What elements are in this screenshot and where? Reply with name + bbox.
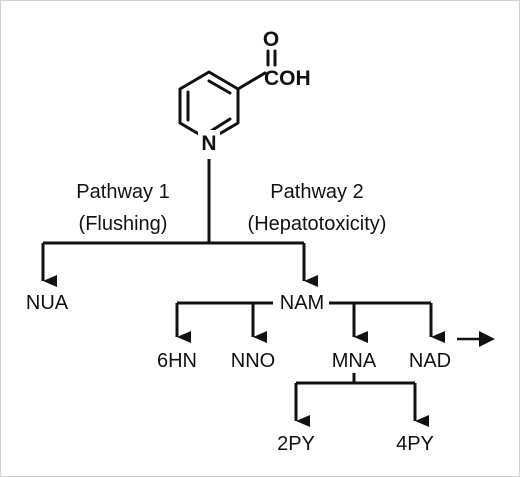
pathway-connectors [41,159,481,427]
metabolite-nno: NNO [231,350,275,372]
metabolite-6hn: 6HN [157,350,197,372]
metabolite-nad: NAD [409,350,451,372]
metabolite-mna: MNA [332,350,377,372]
metabolite-2py: 2PY [277,433,315,455]
ring-double-bond-1 [207,79,232,95]
nad-continuation-arrowhead [479,331,495,347]
metabolite-nam: NAM [280,292,324,314]
metabolite-nua: NUA [26,292,69,314]
ring-double-bond-3 [209,117,232,133]
nitrogen-label-mask [198,130,220,154]
pathway-2-effect: (Hepatotoxicity) [248,213,387,235]
carbonyl-oxygen-label: O [263,28,279,51]
metabolite-4py: 4PY [396,433,434,455]
pathway-1-effect: (Flushing) [79,213,168,235]
acid-group-label: COH [264,67,311,90]
carboxyl-bond [236,71,267,91]
pathway-2-name: Pathway 2 [270,181,363,203]
niacin-structure [178,49,277,142]
ring-nitrogen-label: N [201,132,216,155]
pathway-1-name: Pathway 1 [76,181,169,203]
